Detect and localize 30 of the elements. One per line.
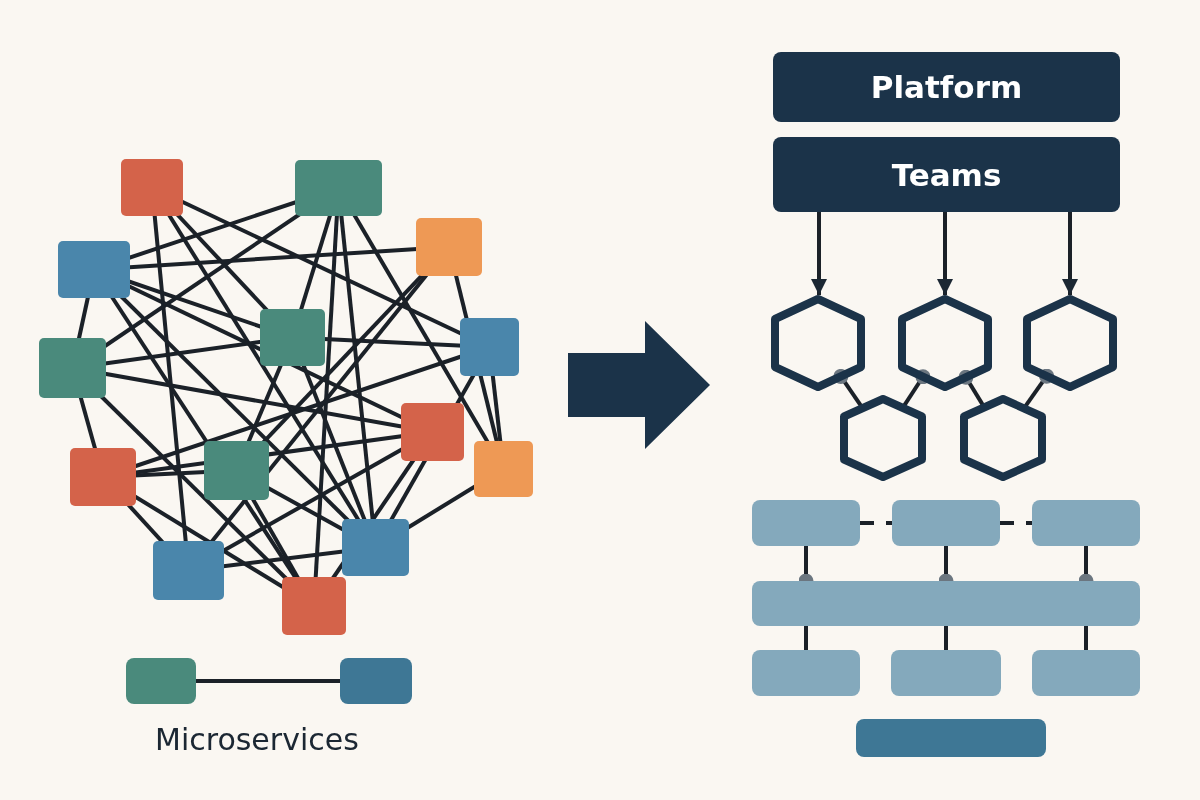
hexagon	[960, 395, 1046, 481]
bar	[752, 581, 1140, 626]
header-box	[773, 137, 1120, 212]
box	[126, 658, 196, 704]
box	[340, 658, 412, 704]
block-arrow	[568, 321, 710, 449]
caption-text: Microservices	[155, 722, 359, 757]
header-text: Platform	[870, 69, 1023, 105]
hexagon	[1023, 295, 1117, 391]
box	[752, 500, 860, 546]
connector	[1000, 521, 1032, 525]
box	[892, 500, 1000, 546]
box	[856, 719, 1046, 757]
hexagon	[771, 295, 865, 391]
box	[752, 650, 860, 696]
header-box	[773, 52, 1120, 122]
connector	[196, 679, 340, 683]
box	[1032, 650, 1140, 696]
box	[891, 650, 1001, 696]
connector	[944, 626, 948, 650]
connector	[1084, 626, 1088, 650]
connector	[860, 521, 892, 525]
arrow	[1062, 212, 1078, 295]
hexagon	[898, 295, 992, 391]
connector	[804, 626, 808, 650]
box	[1032, 500, 1140, 546]
hexagon	[840, 395, 926, 481]
arrow	[937, 212, 953, 295]
arrow	[811, 212, 827, 295]
header-text: Teams	[891, 156, 1002, 193]
